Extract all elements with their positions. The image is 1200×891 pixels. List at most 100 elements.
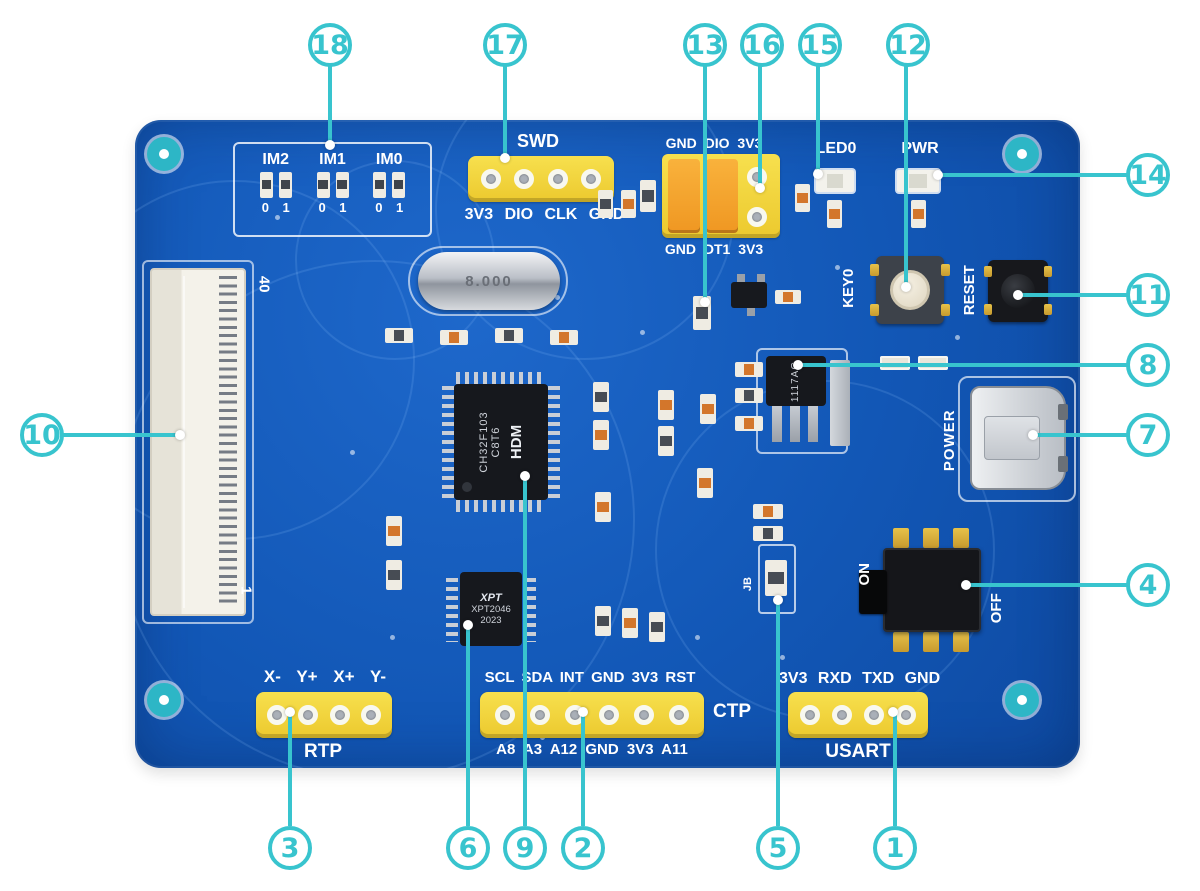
callout-7-number: 7 xyxy=(1138,419,1158,451)
callout-15: 15 xyxy=(798,23,842,67)
smd-component xyxy=(658,390,674,420)
pin-hole xyxy=(329,705,350,725)
fpc-latch-line xyxy=(183,276,185,608)
usb-notch xyxy=(1058,404,1068,420)
im-resistor xyxy=(259,171,273,198)
leader-dot-9 xyxy=(520,471,530,481)
callout-13-number: 13 xyxy=(686,29,724,61)
smd-component xyxy=(621,190,636,218)
leader-line-5 xyxy=(776,600,780,826)
usart-header xyxy=(788,692,928,738)
switch-pin xyxy=(953,528,969,548)
button-pad xyxy=(941,264,950,276)
pin-hole xyxy=(599,705,620,725)
leader-dot-18 xyxy=(325,140,335,150)
smd-component xyxy=(593,420,609,450)
smd-component xyxy=(440,330,468,345)
pin-hole xyxy=(514,169,535,189)
callout-5: 5 xyxy=(756,826,800,870)
im1-label: IM1 xyxy=(319,151,346,168)
leader-dot-15 xyxy=(813,169,823,179)
fpc-pin40-label: 40 xyxy=(255,275,273,293)
usart-title: USART xyxy=(825,741,891,762)
callout-14-number: 14 xyxy=(1129,159,1167,191)
pin-hole xyxy=(832,705,852,725)
smd-component xyxy=(735,362,763,377)
ctp-header xyxy=(480,692,704,738)
callout-18: 18 xyxy=(308,23,352,67)
im-bits-label: 0 1 xyxy=(375,199,404,215)
pin-hole xyxy=(547,169,568,189)
smd-component xyxy=(595,492,611,522)
smd-component xyxy=(697,468,713,498)
im-resistor xyxy=(316,171,330,198)
smd-component xyxy=(765,560,787,596)
pin-hole xyxy=(580,169,601,189)
regulator-lead xyxy=(772,406,782,442)
smd-component xyxy=(827,200,842,228)
leader-dot-4 xyxy=(961,580,971,590)
im-resistor xyxy=(335,171,349,198)
button-pad xyxy=(870,264,879,276)
callout-16-number: 16 xyxy=(743,29,781,61)
leader-line-6 xyxy=(466,625,470,826)
transistor-lead xyxy=(757,274,765,282)
smd-component xyxy=(649,612,665,642)
usb-outline xyxy=(958,376,1076,502)
pin-hole xyxy=(360,705,381,725)
smd-component xyxy=(595,606,611,636)
ctp-pins-top-label: SCL SDA INT GND 3V3 RST xyxy=(484,669,696,686)
leader-dot-10 xyxy=(175,430,185,440)
leader-dot-3 xyxy=(285,707,295,717)
swd-label: SWD xyxy=(517,131,559,151)
smd-component xyxy=(795,184,810,212)
pin-hole xyxy=(747,207,767,227)
callout-10: 10 xyxy=(20,413,64,457)
smd-component xyxy=(495,328,523,343)
regulator-tab xyxy=(830,360,850,446)
pin-hole xyxy=(800,705,820,725)
button-pad xyxy=(870,304,879,316)
smd-component xyxy=(753,504,783,519)
smd-component xyxy=(386,560,402,590)
mcu-pin1-dot xyxy=(462,482,472,492)
button-pad xyxy=(984,304,992,315)
usart-pins-label: 3V3 RXD TXD GND xyxy=(779,670,941,687)
callout-18-number: 18 xyxy=(311,29,349,61)
callout-8-number: 8 xyxy=(1138,349,1158,381)
im0-label: IM0 xyxy=(375,151,403,168)
callout-2-number: 2 xyxy=(573,832,593,864)
callout-1-number: 1 xyxy=(885,832,905,864)
power-switch-knob xyxy=(859,570,887,614)
key0-label: KEY0 xyxy=(839,268,857,308)
leader-line-18 xyxy=(328,64,332,145)
im-group: IM0 0 1 xyxy=(373,151,406,235)
smd-component xyxy=(550,330,578,345)
callout-11: 11 xyxy=(1126,273,1170,317)
touch-ic-logo: XPT xyxy=(480,592,502,604)
leader-line-13 xyxy=(703,64,707,302)
rtp-title: RTP xyxy=(304,741,342,762)
leader-line-15 xyxy=(816,64,820,174)
pin-hole xyxy=(634,705,655,725)
transistor-lead xyxy=(747,308,755,316)
swd-pins-label: 3V3 DIO CLK GND xyxy=(464,206,625,223)
callout-9: 9 xyxy=(503,826,547,870)
pin-hole xyxy=(896,705,916,725)
smd-component xyxy=(386,516,402,546)
leader-dot-14 xyxy=(933,170,943,180)
switch-off-label: OFF xyxy=(987,593,1005,624)
smd-component xyxy=(658,426,674,456)
callout-16: 16 xyxy=(740,23,784,67)
led0-led xyxy=(816,170,854,192)
leader-line-3 xyxy=(288,712,292,826)
fpc-pin1-label: 1 xyxy=(237,586,255,595)
crystal-oscillator: 8.000 xyxy=(418,252,560,310)
callout-10-number: 10 xyxy=(23,419,61,451)
smd-component xyxy=(735,416,763,431)
im-resistor xyxy=(278,171,292,198)
power-label: POWER xyxy=(940,409,958,472)
leader-dot-8 xyxy=(793,360,803,370)
leader-line-8 xyxy=(798,363,1128,367)
